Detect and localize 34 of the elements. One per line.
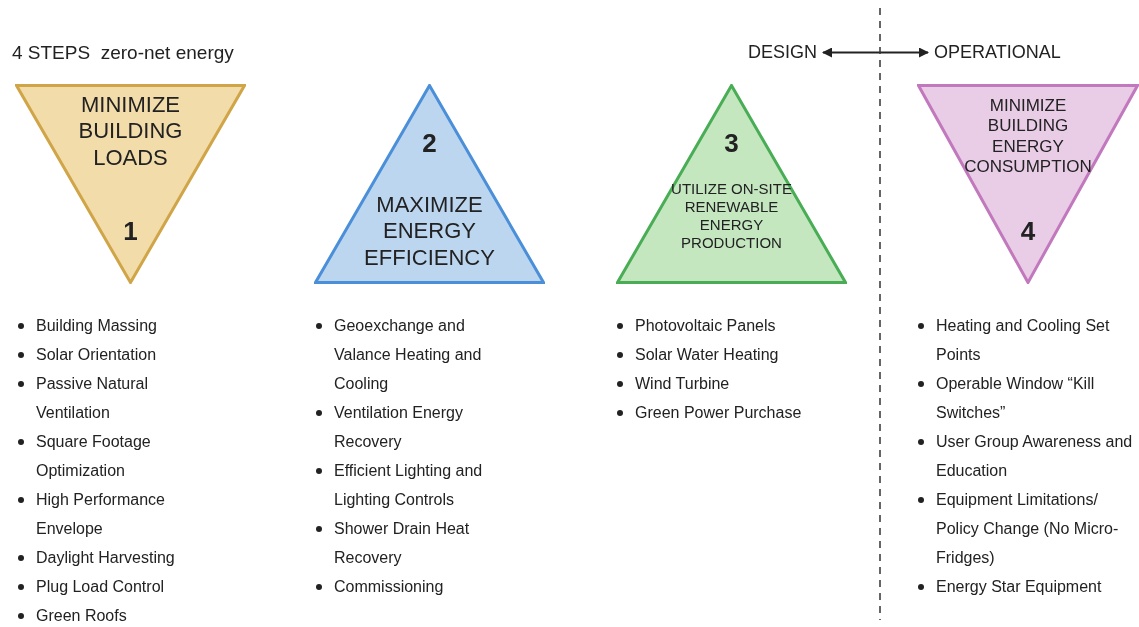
bullet-item: Geoexchange and Valance Heating and Cooling: [334, 317, 482, 392]
bullet-item: Green Roofs: [36, 607, 127, 624]
bullet-item: Operable Window “Kill Switches”: [936, 375, 1095, 421]
step-number: 4: [1019, 216, 1037, 248]
bullet-item: Photovoltaic Panels: [635, 317, 776, 334]
bullet-item: High Performance Envelope: [36, 491, 165, 537]
bullet-item: Equipment Limitations/ Policy Change (No Micro-Fridges): [936, 491, 1119, 566]
bullet-item: Green Power Purchase: [635, 404, 802, 421]
step-heading: MAXIMIZE ENERGY EFFICIENCY: [363, 192, 496, 272]
double-arrow: [822, 47, 929, 58]
bullet-item: Plug Load Control: [36, 578, 165, 595]
bullet-item: Shower Drain Heat Recovery: [334, 520, 470, 566]
bullet-item: Heating and Cooling Set Points: [936, 317, 1110, 363]
bullet-item: Square Footage Optimization: [36, 433, 151, 479]
bullet-item: Energy Star Equipment: [936, 578, 1102, 595]
diagram-title: 4 STEPS zero-net energy: [12, 42, 234, 64]
bullet-item: Ventilation Energy Recovery: [334, 404, 463, 450]
phase-label: DESIGN: [748, 42, 817, 63]
bullet-item: User Group Awareness and Education: [936, 433, 1133, 479]
bullet-item: Passive Natural Ventilation: [36, 375, 149, 421]
bullet-item: Solar Water Heating: [635, 346, 779, 363]
step-number: 2: [421, 128, 438, 160]
step-heading: MINIMIZE BUILDING ENERGY CONSUMPTION: [963, 96, 1093, 178]
bullet-item: Wind Turbine: [635, 375, 730, 392]
bullet-item: Commissioning: [334, 578, 444, 595]
bullet-item: Daylight Harvesting: [36, 549, 175, 566]
phase-label: OPERATIONAL: [934, 42, 1061, 63]
step-heading: UTILIZE ON-SITE RENEWABLE ENERGY PRODUCTION: [670, 180, 793, 252]
bullet-item: Efficient Lighting and Lighting Controls: [334, 462, 483, 508]
step-heading: MINIMIZE BUILDING LOADS: [77, 92, 184, 172]
step-number: 3: [723, 128, 740, 160]
bullet-item: Building Massing: [36, 317, 157, 334]
bullet-item: Solar Orientation: [36, 346, 157, 363]
step-number: 1: [122, 216, 139, 248]
